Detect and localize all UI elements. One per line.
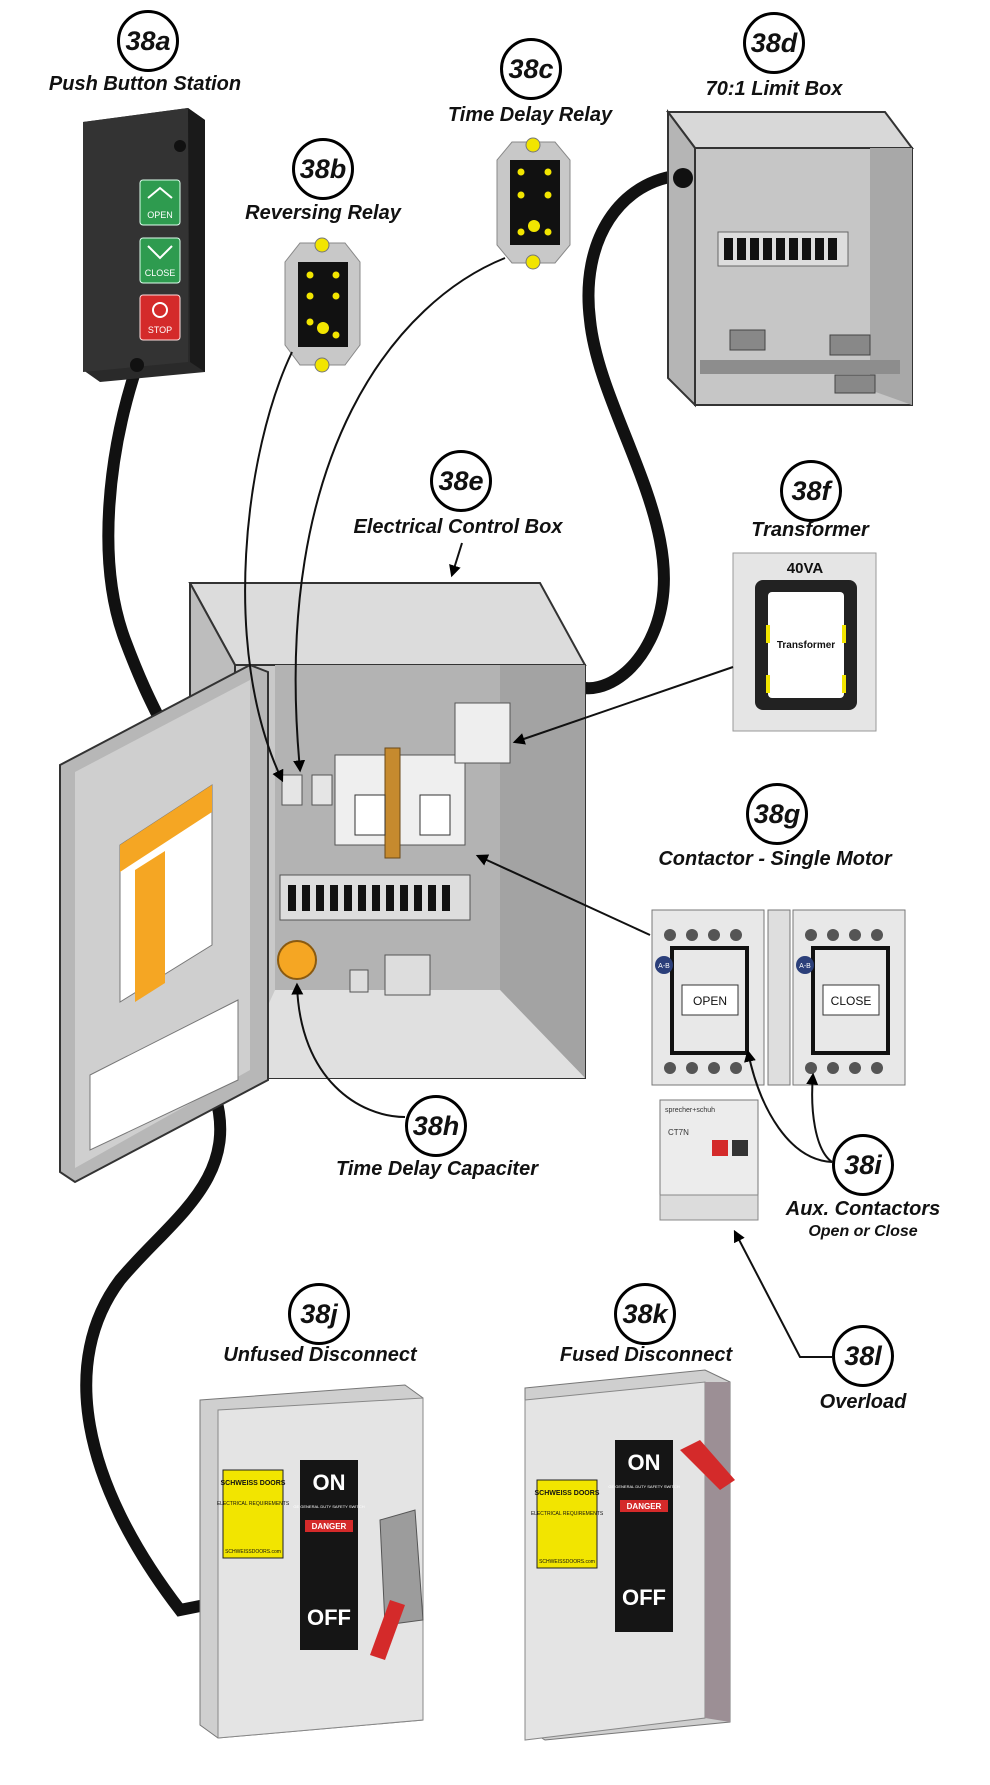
unfused-disconnect: SCHWEISS DOORS ELECTRICAL REQUIREMENTS S… [199,1384,424,1739]
open-button [139,179,181,226]
time-delay-relay [496,137,571,270]
unfused-off-label: OFF [307,1605,351,1630]
fused-on-label: ON [628,1450,661,1475]
caption-38l: Overload [819,1391,907,1413]
arrow-38i-a [744,1049,833,1163]
caption-38h: Time Delay Capaciter [336,1158,538,1180]
badge-38l: 38l [832,1325,894,1387]
caption-38j: Unfused Disconnect [223,1344,417,1366]
contactor-open-label: OPEN [693,994,727,1008]
caption-38b: Reversing Relay [245,202,401,224]
overload-brand: sprecher+schuh [665,1107,715,1114]
badge-38i: 38i [832,1134,894,1196]
push-button-station: OPEN CLOSE STOP [83,108,205,382]
badge-38h: 38h [405,1095,467,1157]
transformer-label: Transformer [777,640,835,651]
electrical-control-box [59,582,587,1184]
caption-38i: Aux. Contactors [785,1198,941,1220]
contactor: OPEN CLOSE A-B A-B sprecher+schuh CT7N [651,909,906,1221]
cable-pushbutton-to-box [102,366,166,726]
caption-38i-note: Open or Close [808,1223,918,1240]
badge-38a: 38a [117,10,179,72]
contactor-close-label: CLOSE [831,994,872,1008]
fused-danger: DANGER [627,1502,662,1511]
caption-38f: Transformer [751,519,869,541]
arrow-38f [512,666,734,745]
arrow-38c [293,257,506,773]
cables [80,169,689,1617]
caption-38k: Fused Disconnect [559,1344,733,1366]
close-button-label: CLOSE [145,268,176,278]
unfused-brand: SCHWEISS DOORS [221,1480,286,1487]
arrow-38h [291,982,406,1118]
caption-38e: Electrical Control Box [353,516,563,538]
badge-38e: 38e [430,450,492,512]
reversing-relay [284,237,361,373]
contactor-brand-open: A-B [658,963,670,970]
unfused-requirements: ELECTRICAL REQUIREMENTS [217,1501,290,1507]
badge-38k: 38k [614,1283,676,1345]
unfused-website: SCHWEISSDOORS.com [225,1549,281,1555]
arrow-38b [244,351,293,783]
fused-maker: GE GENERAL DUTY SAFETY SWITCH [608,1484,679,1489]
open-button-label: OPEN [147,210,173,220]
overload-model: CT7N [668,1128,689,1137]
badge-38d: 38d [743,12,805,74]
contactor-brand-close: A-B [799,963,811,970]
arrow-38l [733,1229,832,1358]
fused-requirements: ELECTRICAL REQUIREMENTS [531,1511,604,1517]
transformer-rating: 40VA [787,560,824,577]
arrow-38g [475,854,651,936]
badge-38b: 38b [292,138,354,200]
caption-38d: 70:1 Limit Box [705,78,843,100]
unfused-maker: GE GENERAL DUTY SAFETY SWITCH [293,1504,364,1509]
badge-38c: 38c [500,38,562,100]
unfused-on-label: ON [313,1470,346,1495]
fused-brand: SCHWEISS DOORS [535,1490,600,1497]
overload: sprecher+schuh CT7N [659,1099,759,1221]
transformer: 40VA Transformer [732,552,877,732]
arrow-38i-b [806,1072,833,1163]
caption-38a: Push Button Station [48,73,242,95]
caption-38g: Contactor - Single Motor [658,848,892,870]
cable-limitbox-to-box [579,169,689,695]
cable-box-to-unfused [80,1089,227,1617]
fused-disconnect: SCHWEISS DOORS ELECTRICAL REQUIREMENTS S… [524,1369,735,1741]
badge-38g: 38g [746,783,808,845]
unfused-danger: DANGER [312,1522,347,1531]
stop-button-label: STOP [148,325,172,335]
arrow-38e [449,542,463,578]
badge-38f: 38f [780,460,842,522]
limit-box [666,109,914,408]
fused-off-label: OFF [622,1585,666,1610]
badge-38j: 38j [288,1283,350,1345]
caption-38c: Time Delay Relay [447,104,613,126]
fused-website: SCHWEISSDOORS.com [539,1559,595,1565]
leader-arrows [244,257,833,1358]
